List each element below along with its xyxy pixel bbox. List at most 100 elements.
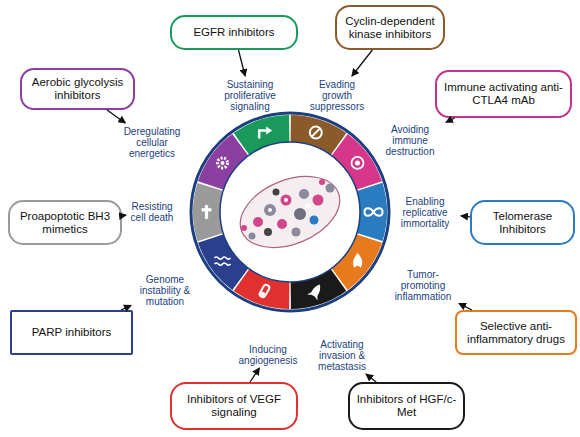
cross-icon bbox=[205, 205, 208, 219]
hallmark-label: Sustaining proliferative signaling bbox=[214, 77, 286, 113]
hallmark-label: Evading growth suppressors bbox=[305, 77, 369, 113]
ring-icon bbox=[218, 158, 228, 168]
cross-icon bbox=[202, 208, 212, 211]
hallmark-text: Avoiding immune destruction bbox=[375, 124, 445, 157]
tumor-cell bbox=[249, 233, 256, 240]
therapy-box: Telomerase Inhibitors bbox=[470, 200, 575, 245]
therapy-text: EGFR inhibitors bbox=[193, 26, 274, 39]
hallmark-text: Evading growth suppressors bbox=[305, 79, 369, 112]
therapy-box: Selective anti-inflammatory drugs bbox=[455, 310, 577, 355]
ring-segment bbox=[185, 107, 394, 316]
tumor-cell bbox=[310, 216, 319, 225]
tube-icon-fill bbox=[260, 291, 265, 296]
ring-segment bbox=[174, 96, 407, 329]
ring-icon bbox=[259, 284, 271, 298]
tumor-cell-nucleus bbox=[306, 204, 311, 209]
therapy-text: Inhibitors of VEGF signaling bbox=[178, 393, 290, 419]
hallmark-label: Inducing angiogenesis bbox=[235, 343, 301, 367]
block-icon bbox=[310, 127, 322, 139]
arrow-connector bbox=[250, 368, 259, 382]
therapy-text: PARP inhibitors bbox=[32, 326, 111, 339]
rocket-icon-fins bbox=[307, 290, 320, 300]
tumor-cell bbox=[264, 228, 272, 236]
therapy-text: Inhibitors of HGF/c-Met bbox=[356, 393, 457, 419]
tumor-cell bbox=[319, 179, 325, 185]
arrow-connector bbox=[446, 118, 455, 122]
ring-icon bbox=[202, 205, 212, 219]
hallmark-text: Genome instability & mutation bbox=[132, 274, 198, 307]
tumor-cell bbox=[264, 204, 276, 216]
ring-icon bbox=[307, 281, 325, 300]
tumor-cell bbox=[292, 228, 301, 237]
ring-icon bbox=[259, 127, 272, 139]
gear-icon-hub bbox=[221, 161, 225, 165]
ring-segment bbox=[184, 106, 395, 317]
therapy-text: Selective anti-inflammatory drugs bbox=[463, 320, 569, 346]
hallmark-label: Activating invasion & metastasis bbox=[309, 337, 375, 373]
wheel-rim bbox=[191, 113, 389, 311]
ring-segment bbox=[173, 95, 407, 329]
therapy-box: Inhibitors of VEGF signaling bbox=[170, 382, 298, 430]
block-icon-slash bbox=[312, 129, 320, 137]
hallmark-label: Tumor-promoting inflammation bbox=[388, 267, 458, 303]
arrow-connector bbox=[238, 50, 245, 76]
tumor-cell bbox=[253, 217, 263, 227]
hallmark-text: Enabling replicative immortality bbox=[390, 196, 460, 229]
ring-segment bbox=[184, 106, 395, 317]
immune-icon bbox=[352, 157, 364, 169]
tumor-cell bbox=[273, 189, 280, 196]
tumor-cell bbox=[241, 225, 247, 231]
ring-segment bbox=[173, 95, 407, 329]
tumor-cell-nucleus bbox=[284, 198, 288, 202]
ring-icon bbox=[215, 257, 231, 265]
hallmark-label: Avoiding immune destruction bbox=[375, 122, 445, 158]
hallmark-text: Inducing angiogenesis bbox=[235, 344, 301, 366]
gear-icon bbox=[218, 158, 228, 168]
hallmark-text: Sustaining proliferative signaling bbox=[214, 79, 286, 112]
tube-icon bbox=[259, 284, 271, 298]
dna-icon bbox=[215, 263, 231, 265]
therapy-text: Cyclin-dependent kinase inhibitors bbox=[343, 15, 437, 41]
ring-icon bbox=[353, 253, 362, 268]
hallmark-label: Genome instability & mutation bbox=[132, 272, 198, 308]
therapy-box: PARP inhibitors bbox=[10, 310, 133, 355]
tumor-cell bbox=[294, 208, 306, 220]
ring-icon bbox=[310, 127, 322, 139]
tumor-cell bbox=[281, 195, 292, 206]
therapy-text: Aerobic glycolysis inhibitors bbox=[28, 76, 127, 102]
arrow-connector bbox=[352, 50, 372, 76]
hallmark-text: Tumor-promoting inflammation bbox=[388, 269, 458, 302]
tumor-cell bbox=[277, 219, 287, 229]
rocket-icon bbox=[310, 283, 323, 298]
flame-icon bbox=[353, 253, 362, 268]
arrow-connector bbox=[122, 214, 126, 216]
infinity-icon bbox=[365, 208, 383, 216]
immune-icon-dot bbox=[355, 160, 360, 165]
therapy-box: Aerobic glycolysis inhibitors bbox=[20, 68, 135, 110]
hallmark-label: Enabling replicative immortality bbox=[390, 194, 460, 230]
therapy-box: Immune activating anti-CTLA4 mAb bbox=[435, 70, 572, 118]
tumor-cell bbox=[313, 195, 324, 206]
arrow-connector bbox=[107, 110, 125, 123]
hallmark-text: Activating invasion & metastasis bbox=[309, 339, 375, 372]
tumor-cell bbox=[299, 189, 309, 199]
therapy-box: Proapoptotic BH3 mimetics bbox=[8, 200, 122, 245]
arrow-icon-head bbox=[266, 127, 272, 135]
therapy-box: Inhibitors of HGF/c-Met bbox=[348, 382, 465, 430]
hallmark-text: Resisting cell death bbox=[127, 201, 177, 223]
arrow-connector bbox=[459, 303, 472, 310]
ring-segment bbox=[185, 107, 394, 316]
therapy-box: Cyclin-dependent kinase inhibitors bbox=[335, 5, 445, 50]
dna-icon bbox=[215, 257, 231, 259]
therapy-box: EGFR inhibitors bbox=[170, 15, 298, 50]
wheel-core bbox=[220, 142, 360, 282]
hallmark-text: Deregulating cellular energetics bbox=[117, 126, 187, 159]
therapy-text: Telomerase Inhibitors bbox=[478, 210, 567, 236]
ring-icon bbox=[365, 208, 383, 216]
arrow-icon bbox=[259, 131, 267, 139]
tumor-cell bbox=[326, 184, 335, 193]
hallmark-label: Deregulating cellular energetics bbox=[117, 124, 187, 160]
tumor-cell-nucleus bbox=[268, 208, 272, 212]
therapy-text: Proapoptotic BH3 mimetics bbox=[16, 210, 114, 236]
